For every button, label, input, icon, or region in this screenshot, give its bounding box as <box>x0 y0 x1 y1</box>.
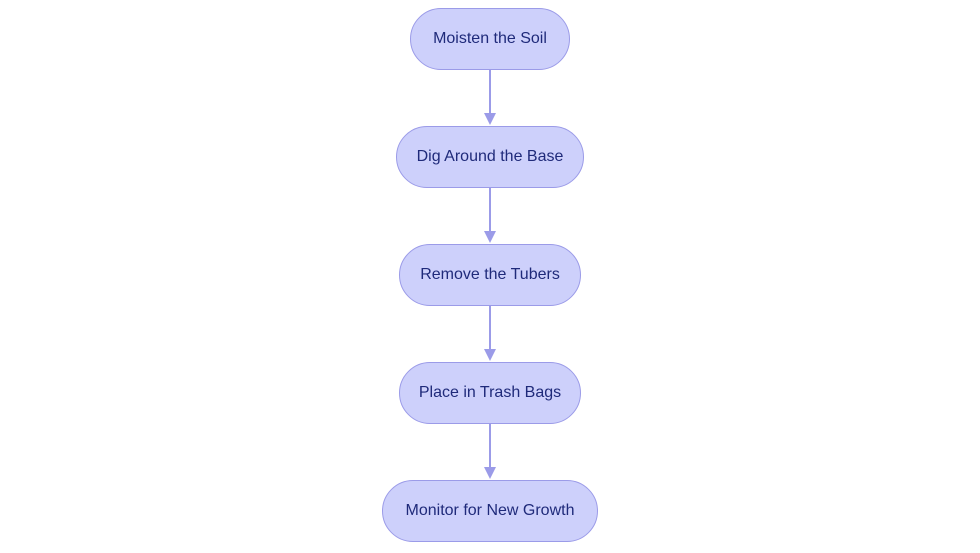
step-label: Place in Trash Bags <box>418 384 562 401</box>
arrowhead <box>484 349 496 361</box>
step-label: Monitor for New Growth <box>405 502 575 519</box>
arrow-1 <box>484 70 496 125</box>
step-label: Remove the Tubers <box>420 266 560 283</box>
step-remove-tubers: Remove the Tubers <box>399 244 581 306</box>
step-dig-around-base: Dig Around the Base <box>396 126 584 188</box>
arrow-3 <box>484 306 496 361</box>
step-monitor-new-growth: Monitor for New Growth <box>382 480 598 542</box>
arrowhead <box>484 231 496 243</box>
step-label: Moisten the Soil <box>433 30 547 47</box>
arrow-2 <box>484 188 496 243</box>
step-place-in-trash-bags: Place in Trash Bags <box>399 362 581 424</box>
step-moisten-soil: Moisten the Soil <box>410 8 570 70</box>
arrow-4 <box>484 424 496 479</box>
arrowhead <box>484 113 496 125</box>
arrowhead <box>484 467 496 479</box>
step-label: Dig Around the Base <box>416 148 564 165</box>
